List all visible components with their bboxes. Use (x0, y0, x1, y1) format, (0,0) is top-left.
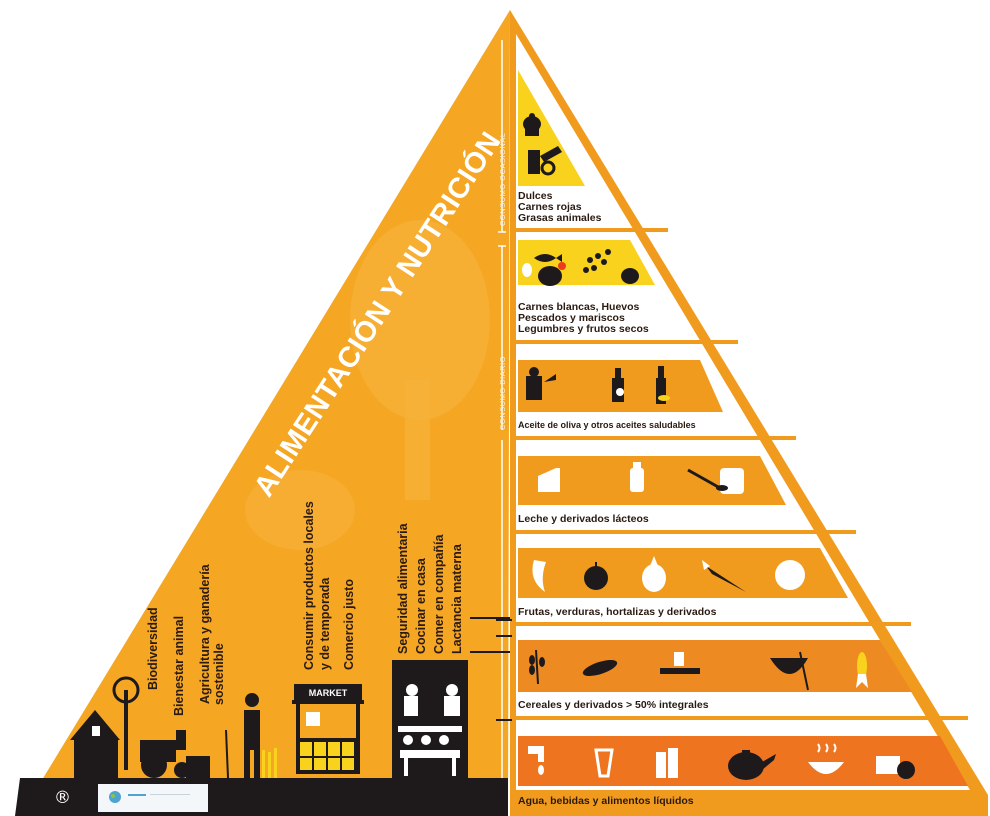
left-column-1c: Agricultura y ganadería (198, 564, 212, 704)
dark-ground (15, 778, 508, 816)
registered-mark: ® (54, 788, 71, 808)
tier4-label: Leche y derivados lácteos (518, 514, 649, 525)
crates-icon (186, 756, 210, 778)
logo-mark-icon (108, 790, 122, 804)
left-column-3c: Comer en compañía (432, 535, 446, 654)
left-column-1: Biodiversidad (146, 607, 160, 690)
tier3-label: Aceite de oliva y otros aceites saludabl… (518, 420, 696, 431)
cabbage-icon (775, 560, 805, 590)
left-column-3a: Seguridad alimentaria (396, 523, 410, 654)
wheat-field-icon (262, 748, 277, 778)
tier5-label: Frutas, verduras, hortalizas y derivados (518, 607, 716, 618)
tier6-band (518, 640, 912, 692)
tier7-label: Agua, bebidas y alimentos líquidos (518, 796, 694, 807)
left-column-2b: y de temporada (318, 578, 332, 670)
left-column-2c: Comercio justo (342, 579, 356, 670)
left-column-3d: Lactancia materna (450, 544, 464, 654)
left-column-3b: Cocinar en casa (414, 558, 428, 654)
egg-icon (522, 263, 532, 277)
nuts-icon (621, 268, 639, 284)
logo (98, 784, 208, 812)
tier1-label: Dulces Carnes rojas Grasas animales (518, 191, 601, 224)
cheese-icon (538, 468, 560, 492)
tree-trunk-silhouette (405, 380, 430, 500)
market-sign: MARKET (298, 686, 358, 700)
side-label-daily: CONSUMO DIARIO (498, 356, 507, 430)
tier6-label: Cereales y derivados > 50% integrales (518, 700, 709, 711)
tier2-label: Carnes blancas, Huevos Pescados y marisc… (518, 302, 649, 335)
left-column-1d: sostenible (212, 643, 226, 705)
left-column-1b: Bienestar animal (172, 616, 186, 716)
left-column-2a: Consumir productos locales (302, 501, 316, 670)
logo-wordmark (128, 794, 198, 797)
side-label-occasional: CONSUMO OCASIONAL (498, 132, 507, 226)
home-icon (392, 660, 468, 778)
